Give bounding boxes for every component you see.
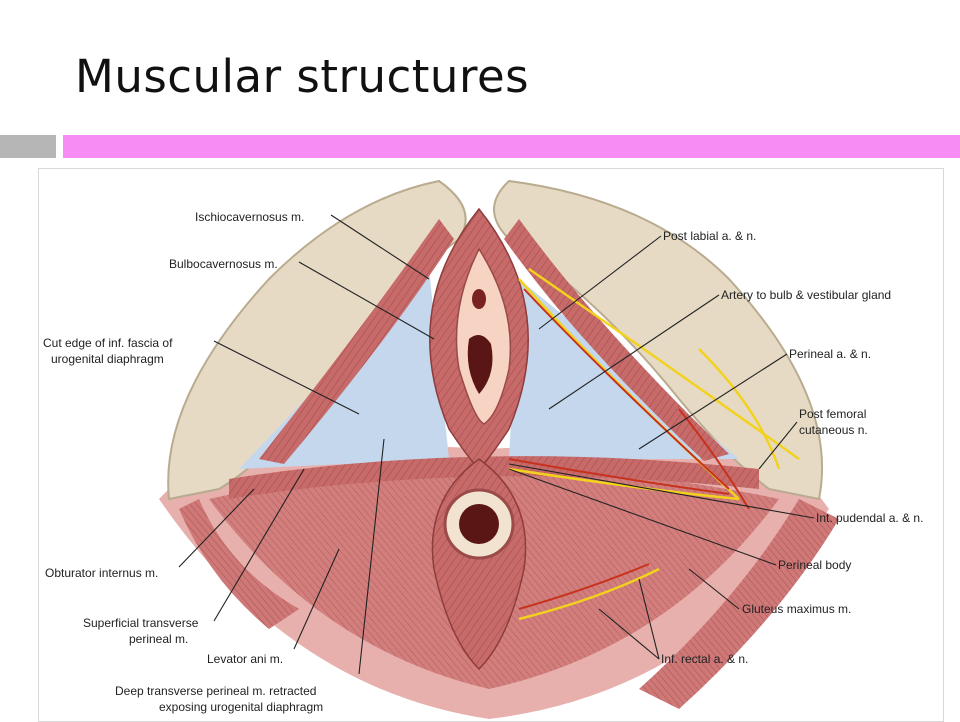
label-post-femoral-2: cutaneous n.	[799, 423, 868, 437]
label-inf-rectal: Inf. rectal a. & n.	[661, 652, 748, 666]
label-cut-edge-2: urogenital diaphragm	[51, 352, 164, 366]
ischiocavernosus-right	[504, 219, 729, 461]
slide-title: Muscular structures	[75, 50, 530, 103]
label-superficial-transverse-2: perineal m.	[129, 632, 188, 646]
anus	[459, 504, 499, 544]
label-deep-transverse-1: Deep transverse perineal m. retracted	[115, 684, 316, 698]
obturator-region	[179, 499, 299, 629]
accent-bar-gray	[0, 135, 56, 158]
gluteus-maximus	[639, 499, 839, 709]
label-perineal-artery: Perineal a. & n.	[789, 347, 871, 361]
ischiocavernosus-left	[259, 219, 454, 464]
accent-bar-pink	[63, 135, 960, 158]
arteries	[508, 288, 750, 610]
label-artery-to-bulb: Artery to bulb & vestibular gland	[721, 288, 891, 302]
urethral-opening	[472, 289, 486, 309]
label-int-pudendal: Int. pudendal a. & n.	[816, 511, 923, 525]
label-post-labial: Post labial a. & n.	[663, 229, 756, 243]
perineum-diagram: Ischiocavernosus m. Bulbocavernosus m. C…	[43, 179, 923, 719]
label-ischiocavernosus: Ischiocavernosus m.	[195, 210, 304, 224]
label-levator-ani: Levator ani m.	[207, 652, 283, 666]
label-superficial-transverse-1: Superficial transverse	[83, 616, 199, 630]
vaginal-opening	[467, 335, 493, 394]
label-perineal-body: Perineal body	[778, 558, 851, 572]
label-obturator-internus: Obturator internus m.	[45, 566, 158, 580]
label-deep-transverse-2: exposing urogenital diaphragm	[159, 700, 323, 714]
superficial-transverse-perineal	[229, 456, 759, 499]
label-post-femoral-1: Post femoral	[799, 407, 866, 421]
label-gluteus-maximus: Gluteus maximus m.	[742, 602, 851, 616]
label-cut-edge-1: Cut edge of inf. fascia of	[43, 336, 173, 350]
anatomy-illustration: Ischiocavernosus m. Bulbocavernosus m. C…	[38, 168, 944, 722]
label-bulbocavernosus: Bulbocavernosus m.	[169, 257, 278, 271]
leader-lines	[178, 214, 815, 675]
right-thigh	[493, 179, 823, 501]
